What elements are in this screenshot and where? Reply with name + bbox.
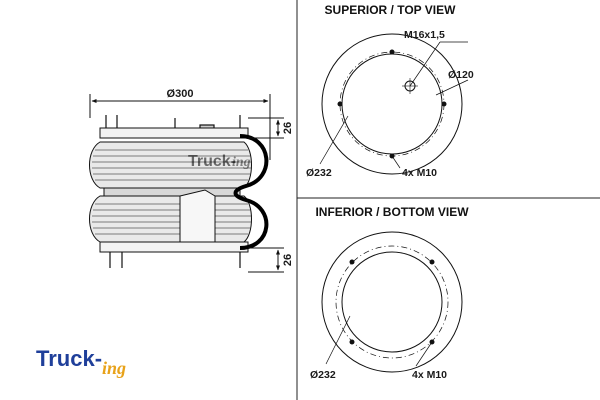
- logo-part1: Truck-: [36, 346, 102, 371]
- top-view-title: SUPERIOR / TOP VIEW: [325, 3, 457, 17]
- top-view: [319, 33, 469, 175]
- watermark-part2: ing: [232, 155, 251, 170]
- side-view: Ø300: [89, 88, 294, 273]
- bottom-view: [321, 231, 463, 373]
- girdle-ring: [103, 187, 241, 197]
- lower-bellow: [89, 189, 252, 243]
- bottom-height-dimension: 26: [248, 247, 294, 273]
- panel-dividers: [296, 0, 600, 400]
- bolt-circle: [339, 51, 445, 157]
- bolt-holes: [337, 49, 447, 159]
- outer-circle: [321, 33, 463, 175]
- bottom-height-label: 26: [282, 254, 294, 266]
- outer-circle: [321, 231, 463, 373]
- bolt-holes: [349, 259, 435, 345]
- diameter-label: Ø300: [167, 88, 194, 100]
- logo-part2: ing: [102, 358, 126, 378]
- diameter-dimension: Ø300: [89, 88, 271, 160]
- inner-circle: [341, 251, 443, 353]
- brand-logo: Truck- ing: [36, 346, 126, 378]
- top-bolt-circle-label: Ø232: [306, 167, 332, 179]
- bottom-bolt-circle-label: Ø232: [310, 369, 336, 381]
- inner-diameter-label: Ø120: [448, 69, 474, 81]
- section-profile: [233, 134, 269, 250]
- bottom-plate: [99, 241, 249, 253]
- top-bolts-label: 4x M10: [402, 167, 437, 179]
- watermark-part1: Truck-: [188, 153, 236, 170]
- top-height-label: 26: [282, 122, 294, 134]
- thread-label: M16x1,5: [404, 29, 445, 41]
- inner-circle: [341, 53, 443, 155]
- top-height-dimension: 26: [248, 117, 294, 139]
- bolt-circle: [335, 245, 449, 359]
- bottom-bolts: [109, 252, 241, 268]
- bottom-view-title: INFERIOR / BOTTOM VIEW: [315, 205, 469, 219]
- bottom-bolts-label: 4x M10: [412, 369, 447, 381]
- top-plate: [99, 127, 249, 139]
- upper-bellow: [89, 141, 252, 189]
- watermark: Truck- ing: [188, 153, 251, 170]
